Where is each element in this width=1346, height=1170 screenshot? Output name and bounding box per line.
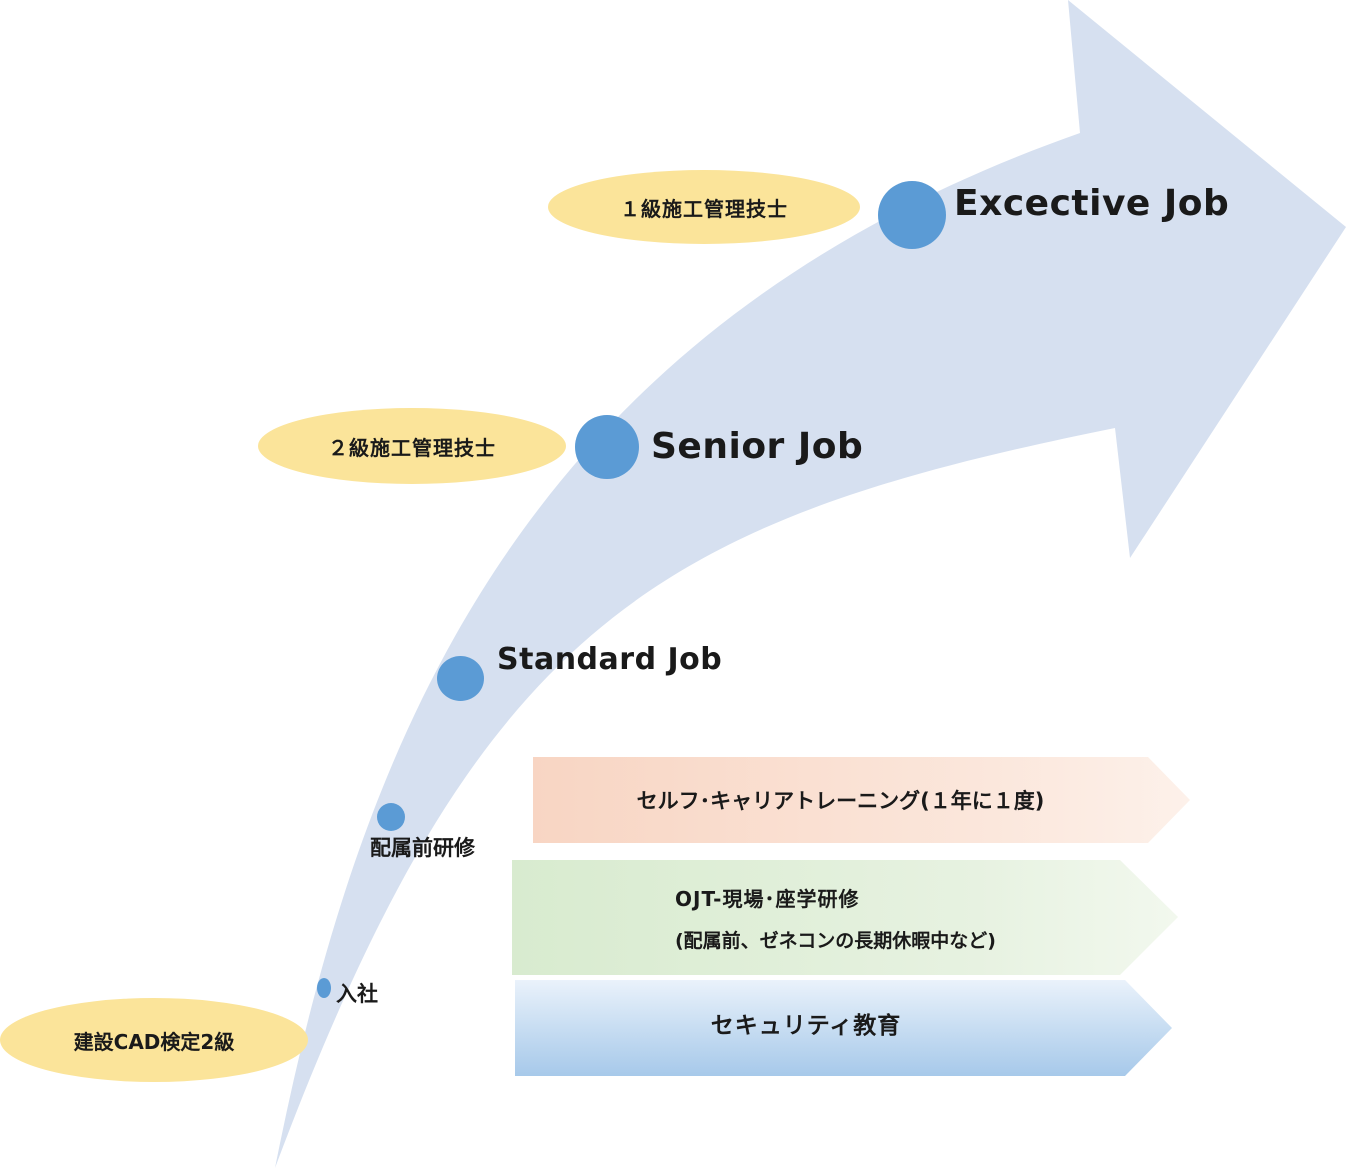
excective-job-dot (878, 181, 946, 249)
cert-level1-label: １級施工管理技士 (620, 196, 788, 221)
ojt-line1-label: OJT-現場･座学研修 (675, 886, 860, 911)
band-security: セキュリティ教育 (515, 980, 1125, 1076)
senior-job-label: Senior Job (651, 426, 864, 467)
ojt-line2-label: (配属前、ゼネコンの長期休暇中など) (675, 929, 996, 952)
senior-job-dot (575, 415, 639, 479)
band-security-shape (515, 980, 1172, 1076)
cert-level1-badge: １級施工管理技士 (548, 170, 860, 244)
band-ojt-shape (512, 860, 1178, 975)
band-ojt: OJT-現場･座学研修 (配属前、ゼネコンの長期休暇中など) (512, 860, 1120, 975)
cert-level2-badge: ２級施工管理技士 (258, 408, 566, 484)
joining-label: 入社 (336, 982, 378, 1006)
pre-assignment-dot (377, 803, 405, 831)
standard-job-dot (437, 656, 484, 701)
joining-dot (317, 978, 331, 998)
self-career-label: セルフ･キャリアトレーニング(１年に１度) (636, 789, 1045, 813)
growth-arrow-shape (275, 0, 1346, 1168)
band-self-career-shape (533, 757, 1190, 843)
excective-job-label: Excective Job (954, 183, 1230, 224)
cert-cad-badge: 建設CAD検定2級 (0, 998, 308, 1082)
band-self-career: セルフ･キャリアトレーニング(１年に１度) (533, 757, 1148, 843)
security-label: セキュリティ教育 (710, 1013, 902, 1039)
standard-job-label: Standard Job (497, 642, 723, 677)
pre-assignment-training-label: 配属前研修 (370, 836, 475, 860)
cert-cad-label: 建設CAD検定2級 (73, 1029, 235, 1054)
cert-level2-label: ２級施工管理技士 (328, 435, 496, 460)
